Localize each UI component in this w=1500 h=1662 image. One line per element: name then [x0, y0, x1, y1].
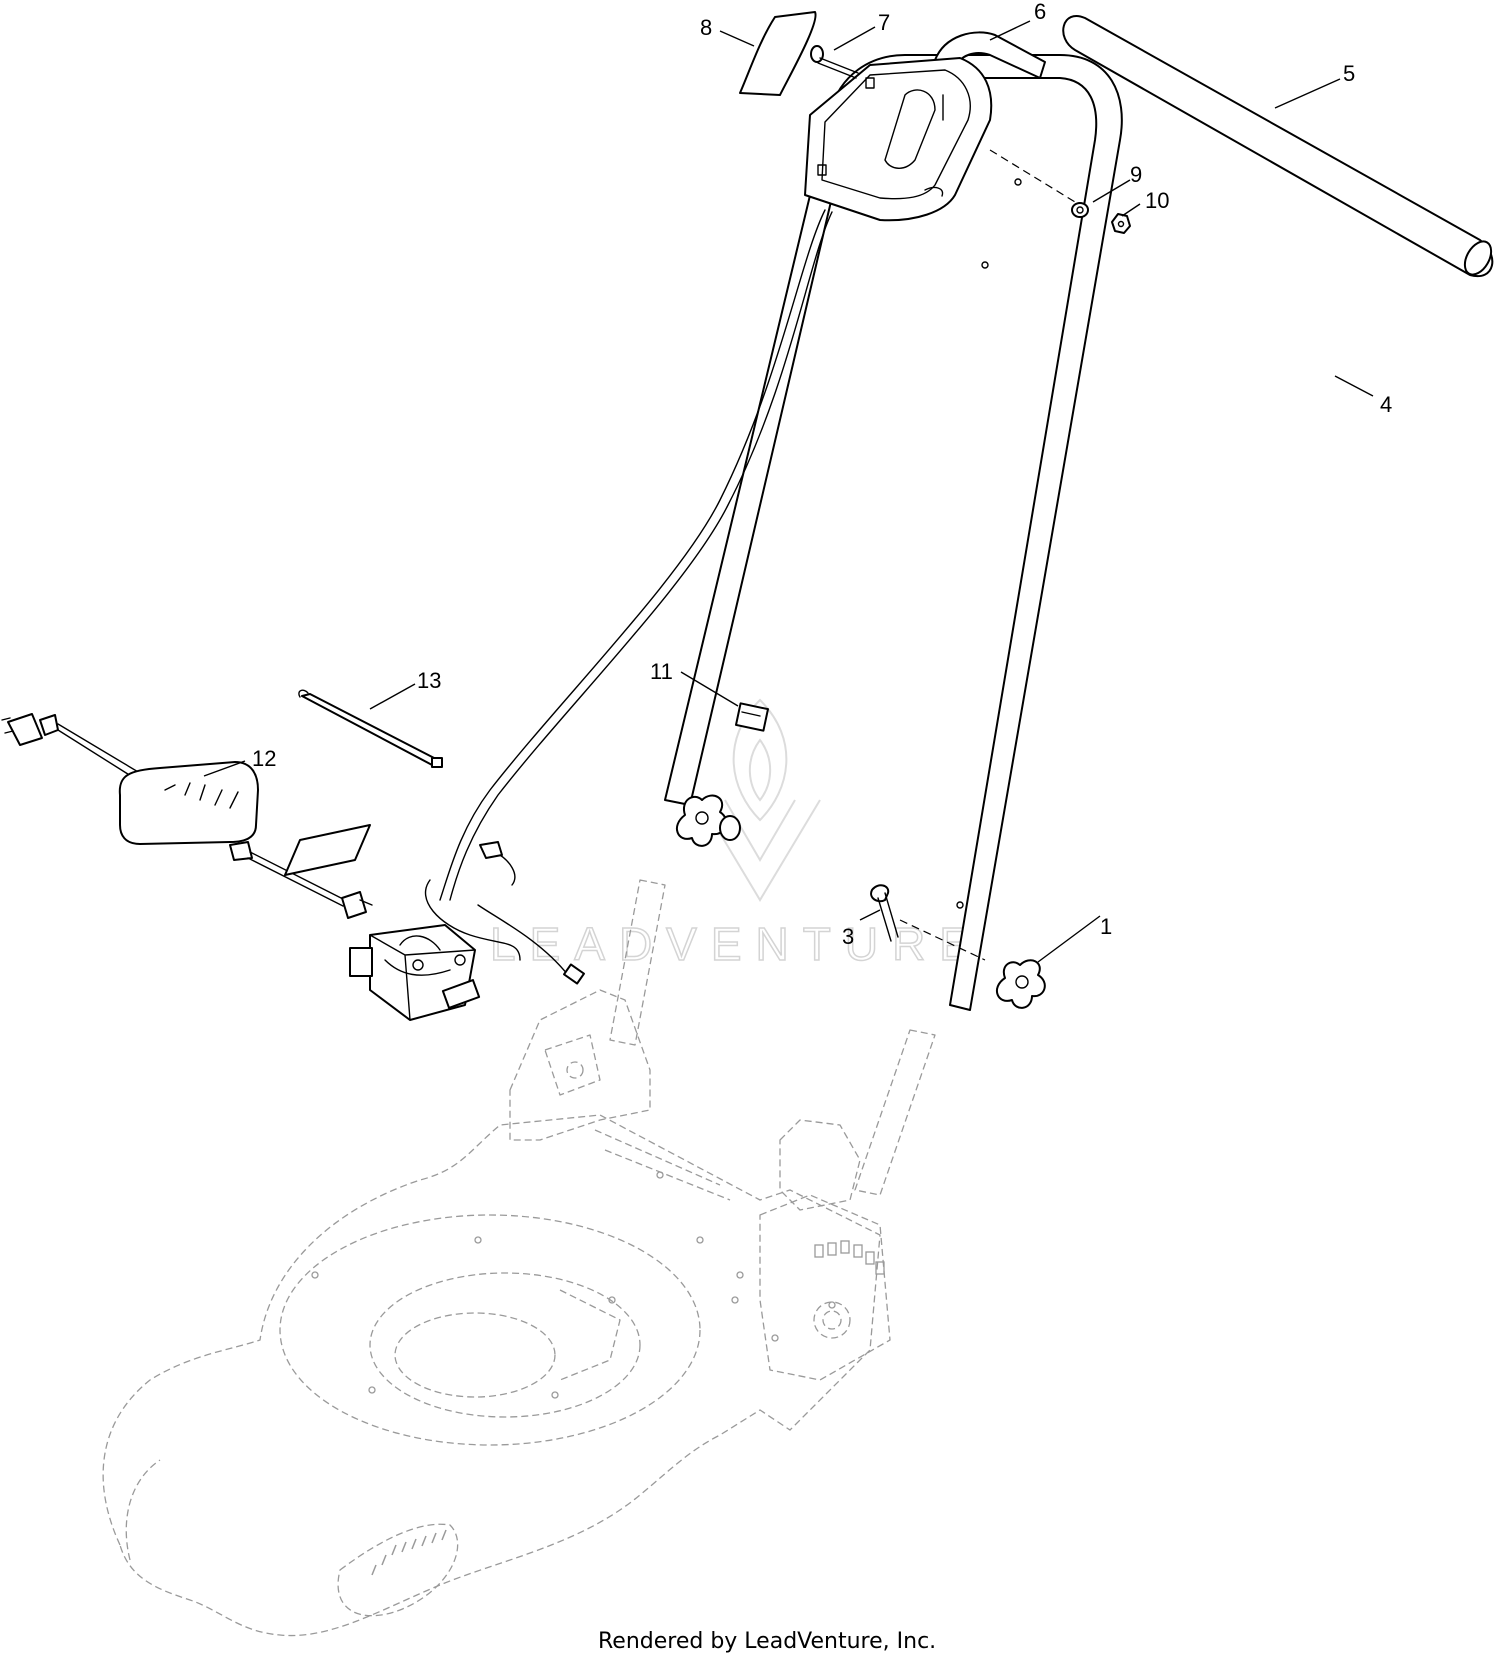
- deck-dome: [279, 1214, 701, 1446]
- callout-4: 4: [1380, 392, 1392, 417]
- assembly-line: [989, 149, 1081, 206]
- wire-harness: [424, 209, 833, 985]
- front-vent: [337, 1523, 459, 1617]
- deck-body: [102, 1114, 881, 1637]
- callout-7: 7: [878, 10, 890, 35]
- callout-13: 13: [417, 668, 441, 693]
- callout-1: 1: [1100, 914, 1112, 939]
- washer: [1071, 202, 1089, 218]
- battery-charger: [1, 713, 373, 919]
- lower-handle-left: [609, 879, 666, 1046]
- footer-credit: Rendered by LeadVenture, Inc.: [598, 1629, 936, 1654]
- callout-11: 11: [650, 659, 673, 684]
- cable-clip: [735, 702, 769, 732]
- mower-deck: [102, 879, 936, 1637]
- lower-handle-right: [854, 1029, 936, 1196]
- cable-tie: [298, 689, 443, 768]
- nut: [1111, 213, 1131, 234]
- callout-8: 8: [700, 15, 712, 40]
- callout-9: 9: [1130, 162, 1142, 187]
- warning-label: [284, 824, 371, 876]
- control-console: [804, 57, 993, 222]
- watermark: LEADVENTURE: [489, 698, 984, 971]
- callout-labels: 1 3 4 5 6 7 8 9 10 11 12 13: [252, 0, 1392, 949]
- callout-5: 5: [1343, 61, 1355, 86]
- right-handle-bracket: [779, 1119, 861, 1211]
- leader-lines: [203, 20, 1374, 963]
- callout-10: 10: [1145, 188, 1169, 213]
- callout-3: 3: [842, 924, 854, 949]
- left-handle-bracket: [509, 989, 651, 1141]
- rear-height-plate: [759, 1194, 891, 1381]
- handle-knob-left: [675, 794, 741, 847]
- switch-assembly: [349, 924, 481, 1021]
- screw: [810, 45, 859, 79]
- crossbar-tube: [1062, 15, 1494, 278]
- watermark-text: LEADVENTURE: [490, 918, 984, 970]
- callout-6: 6: [1034, 0, 1046, 24]
- callout-12: 12: [252, 746, 276, 771]
- safety-key: [739, 11, 817, 96]
- handle-knob: [995, 959, 1046, 1009]
- carriage-bolt: [870, 884, 986, 961]
- motor-cover: [369, 1272, 641, 1418]
